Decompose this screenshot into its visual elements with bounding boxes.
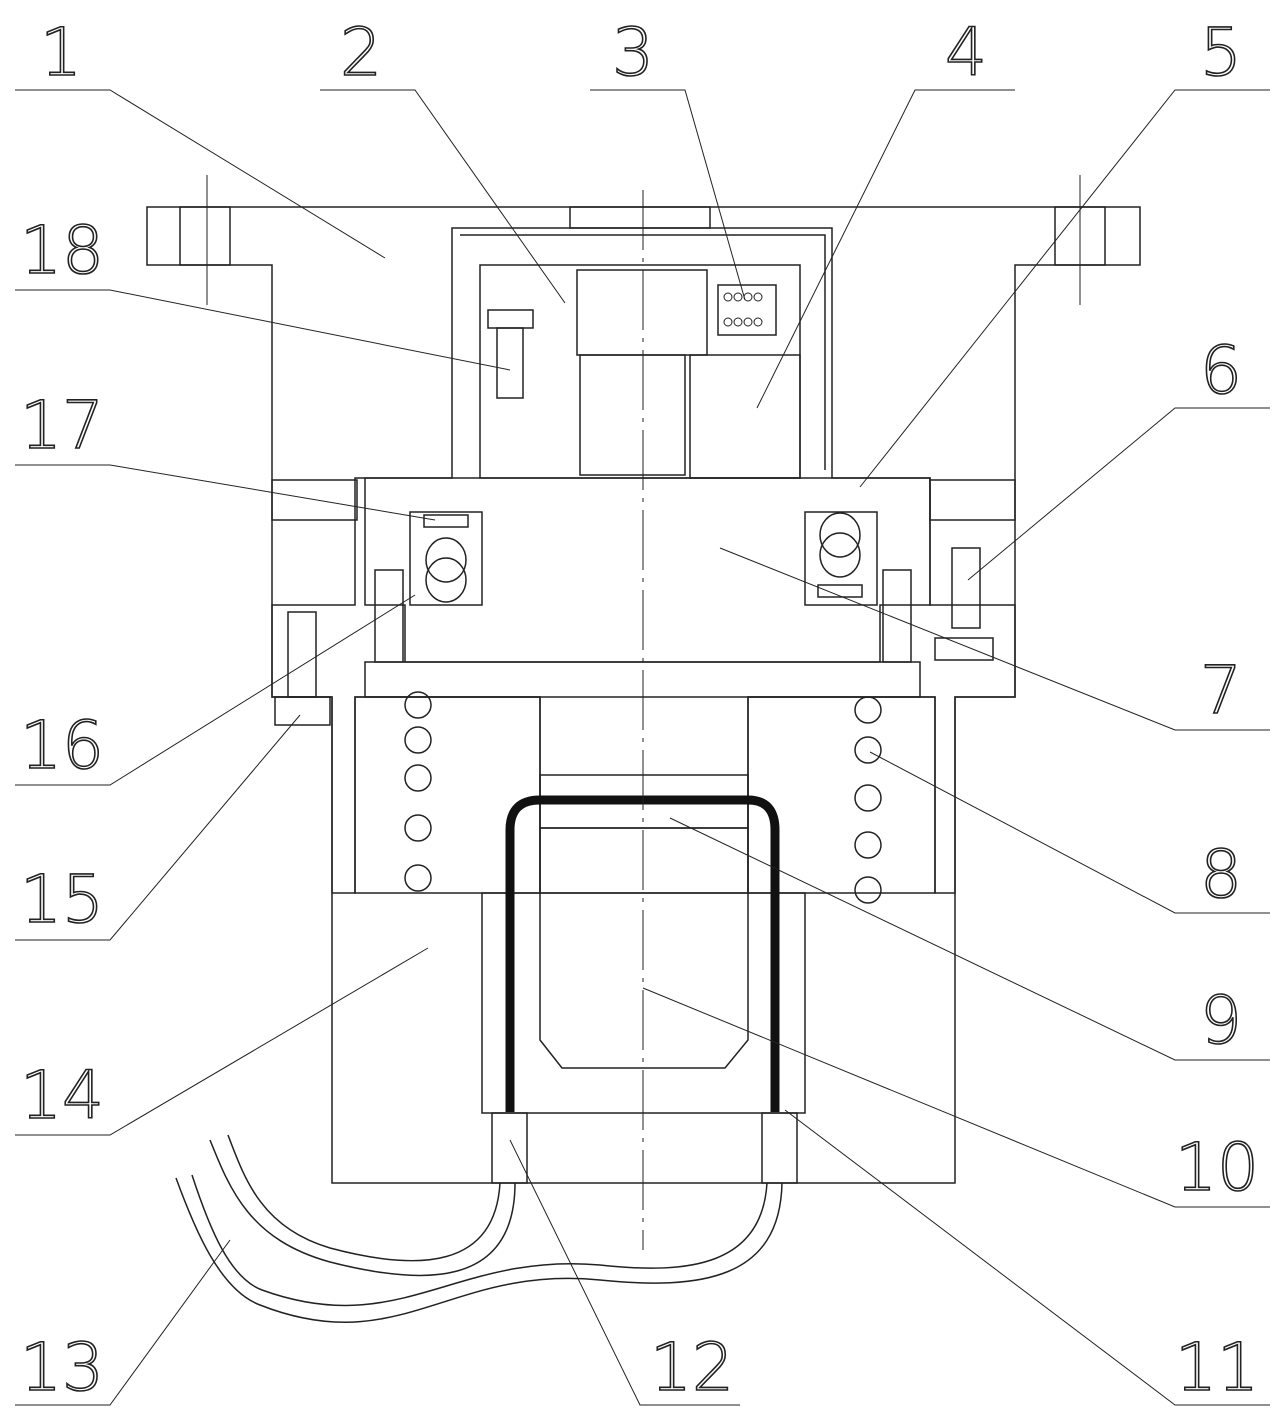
label-4: 4 (945, 14, 987, 91)
spring-left (424, 515, 468, 602)
label-2: 2 (340, 14, 382, 91)
label-15: 15 (20, 861, 104, 938)
spring-right (818, 513, 862, 597)
label-5: 5 (1200, 14, 1242, 91)
rotor (365, 265, 930, 662)
label-10: 10 (1175, 1129, 1259, 1206)
cables (176, 1135, 782, 1322)
label-13: 13 (20, 1329, 104, 1406)
label-7: 7 (1200, 652, 1242, 729)
label-17: 17 (20, 387, 104, 464)
label-9: 9 (1200, 982, 1242, 1059)
label-16: 16 (20, 707, 104, 784)
label-12: 12 (650, 1329, 734, 1406)
label-18: 18 (20, 212, 104, 289)
label-1: 1 (40, 14, 82, 91)
label-11: 11 (1175, 1329, 1259, 1406)
label-8: 8 (1200, 836, 1242, 913)
label-3: 3 (612, 14, 654, 91)
spring-coil-3 (724, 293, 762, 326)
label-14: 14 (20, 1057, 104, 1134)
label-texts: 1 2 3 4 5 6 7 8 9 10 11 12 13 14 15 16 1… (20, 14, 1259, 1406)
label-6: 6 (1200, 332, 1242, 409)
